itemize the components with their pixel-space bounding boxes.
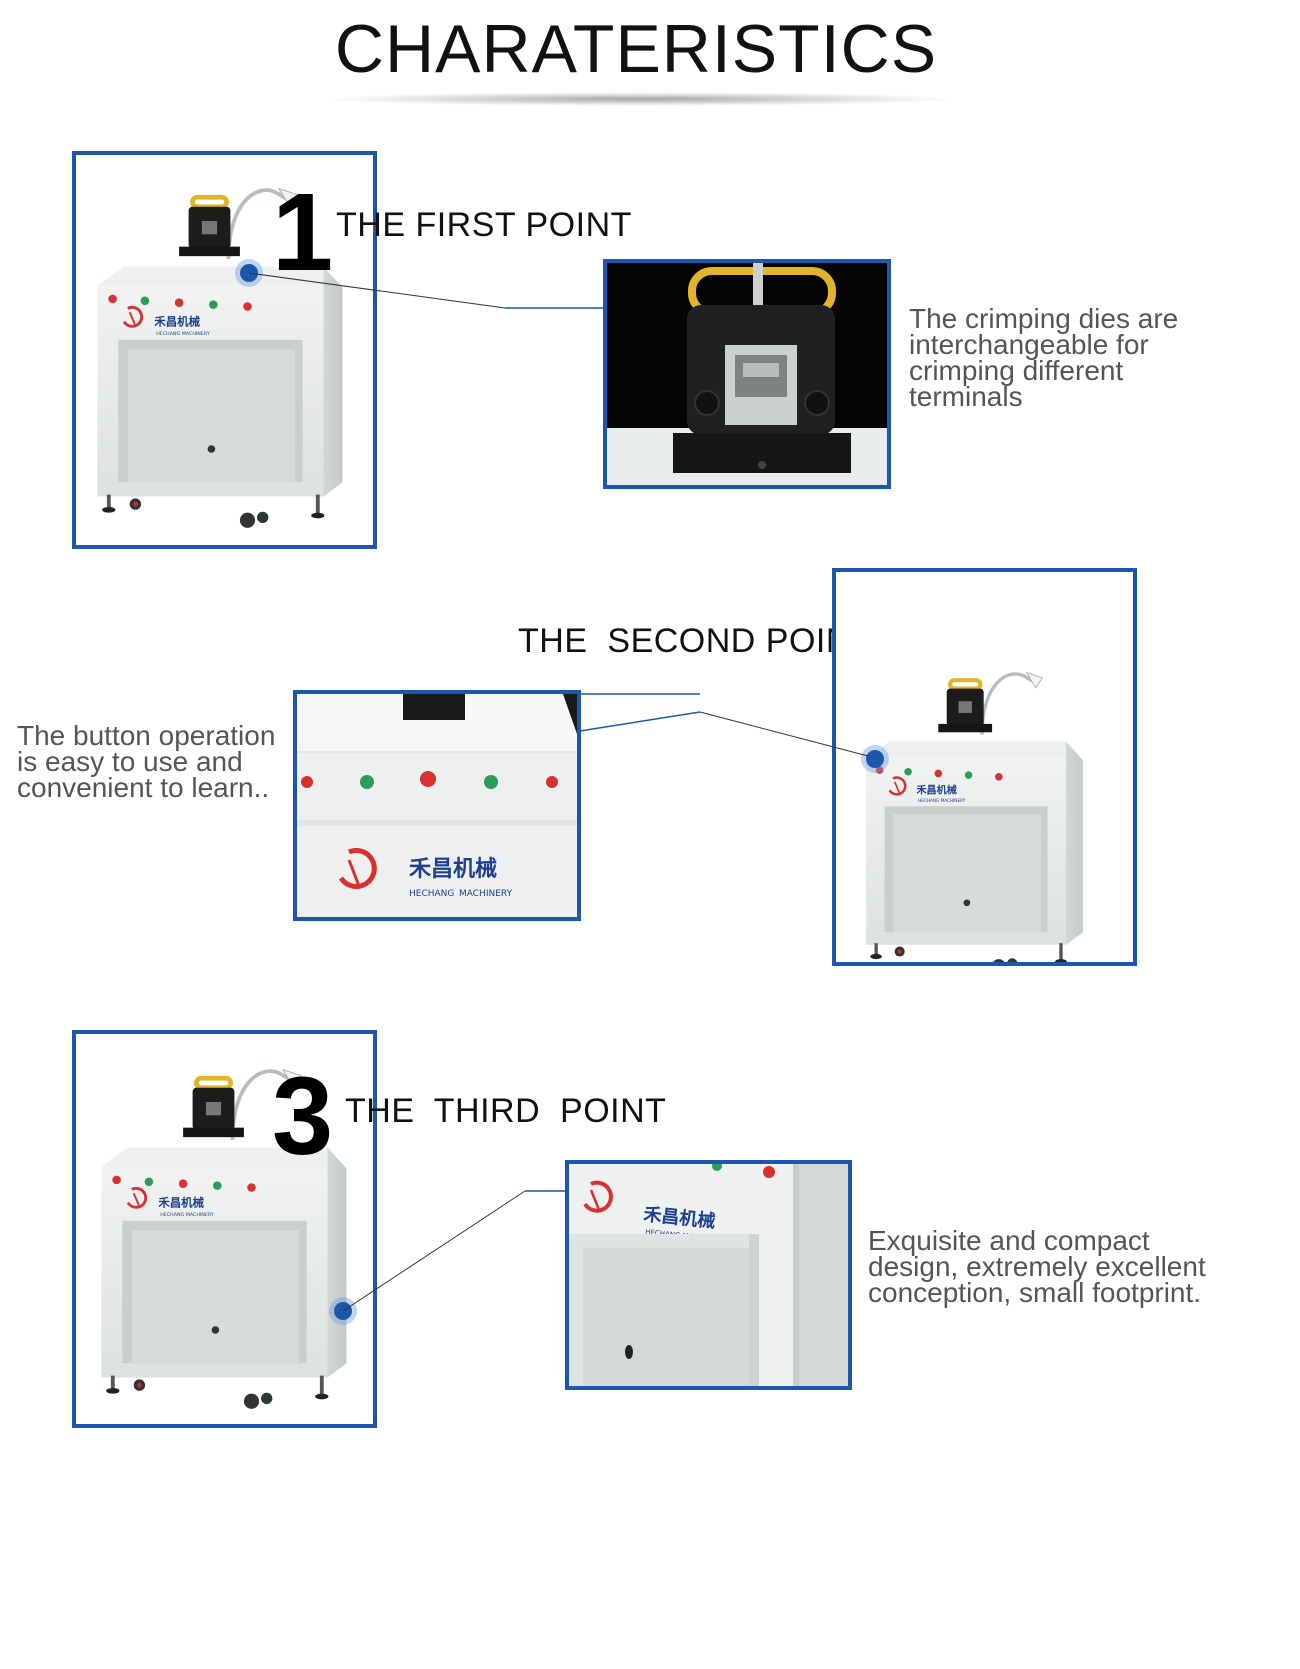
point-1-machine-photo — [72, 151, 377, 549]
point-3-number: 3 — [272, 1055, 334, 1178]
point-3-description: Exquisite and compact design, extremely … — [868, 1225, 1206, 1308]
brand-english-2: MACHINERY — [459, 889, 513, 899]
point-1-heading: THE FIRST POINT — [336, 206, 632, 244]
brand-english-1: HECHANG — [409, 889, 454, 899]
point-2-marker-dot — [866, 750, 884, 768]
title-shadow — [320, 92, 960, 106]
point-1-description: The crimping dies are interchangeable fo… — [909, 303, 1179, 412]
point-2-description: The button operation is easy to use and … — [17, 720, 276, 803]
point-3-heading: THE THIRD POINT — [345, 1092, 667, 1130]
point-1-detail-photo — [603, 259, 891, 489]
brand-chinese: 禾昌机械 — [409, 857, 497, 882]
point-3-detail-photo: 禾昌机械 HECHANG MACHINERY — [565, 1160, 852, 1390]
point-2-detail-photo: 禾昌机械 HECHANG MACHINERY — [293, 690, 581, 921]
point-2-machine-photo — [832, 568, 1137, 966]
point-1-number: 1 — [272, 171, 334, 294]
page-title: CHARATERISTICS — [334, 11, 938, 87]
point-3-machine-photo — [72, 1030, 377, 1428]
